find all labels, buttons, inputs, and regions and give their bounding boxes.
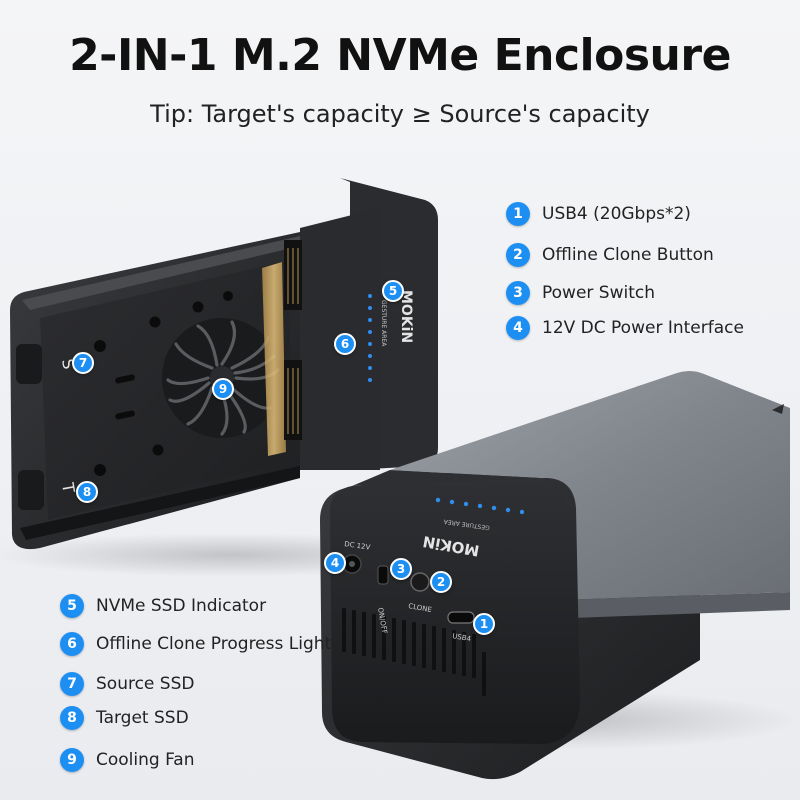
feature-label: 12V DC Power Interface [542,318,744,338]
feature-label: NVMe SSD Indicator [96,596,267,616]
brand-logo-left: MOKiN [398,290,414,343]
feature-dc-power: 4 12V DC Power Interface [506,316,744,340]
feature-usb4: 1 USB4 (20Gbps*2) [506,202,691,226]
callout-8: 8 [76,481,98,503]
feature-label: USB4 (20Gbps*2) [542,204,691,224]
callout-9: 9 [212,378,234,400]
feature-label: Offline Clone Button [542,245,714,265]
feature-label: Target SSD [96,708,189,728]
callout-5: 5 [382,280,404,302]
clone-label: CLONE [408,602,433,614]
power-switch[interactable] [377,565,389,585]
gesture-area-label: GESTURE AREA [380,300,387,347]
feature-label: Power Switch [542,283,656,303]
feature-clone-progress: 6 Offline Clone Progress Light [60,632,331,656]
callout-1: 1 [473,613,495,635]
nvme-led-group [368,294,372,382]
callout-7: 7 [72,352,94,374]
target-latch [18,470,44,510]
feature-number-badge: 5 [60,594,84,618]
port-panel [330,478,580,744]
clone-button[interactable] [410,572,430,592]
feature-target-ssd: 8 Target SSD [60,706,189,730]
usb4-port[interactable] [447,611,475,624]
callout-3: 3 [390,558,412,580]
closed-enclosure: GESTURE AREA MOKiN [320,371,790,780]
callout-4: 4 [324,552,346,574]
feature-number-badge: 3 [506,281,530,305]
feature-number-badge: 6 [60,632,84,656]
feature-cooling-fan: 9 Cooling Fan [60,748,195,772]
feature-number-badge: 2 [506,243,530,267]
capacity-tip: Tip: Target's capacity ≥ Source's capaci… [150,100,650,128]
feature-source-ssd: 7 Source SSD [60,672,194,696]
feature-label: Offline Clone Progress Light [96,634,332,654]
feature-number-badge: 8 [60,706,84,730]
usb4-label: USB4 [452,632,472,643]
feature-clone-button: 2 Offline Clone Button [506,243,714,267]
side-vents [342,608,486,696]
dc-label: DC 12V [344,540,371,552]
feature-number-badge: 9 [60,748,84,772]
callout-2: 2 [430,571,452,593]
feature-power-switch: 3 Power Switch [506,281,655,305]
feature-number-badge: 1 [506,202,530,226]
page-title: 2-IN-1 M.2 NVMe Enclosure [69,30,731,81]
source-latch [16,344,42,384]
callout-6: 6 [334,333,356,355]
feature-nvme-indicator: 5 NVMe SSD Indicator [60,594,266,618]
connector-contacts [262,262,286,456]
feature-label: Cooling Fan [96,750,195,770]
aluminum-top [390,371,790,600]
feature-number-badge: 4 [506,316,530,340]
feature-label: Source SSD [96,674,195,694]
clone-progress-leds [435,497,525,515]
feature-number-badge: 7 [60,672,84,696]
target-letter: T [58,480,79,494]
